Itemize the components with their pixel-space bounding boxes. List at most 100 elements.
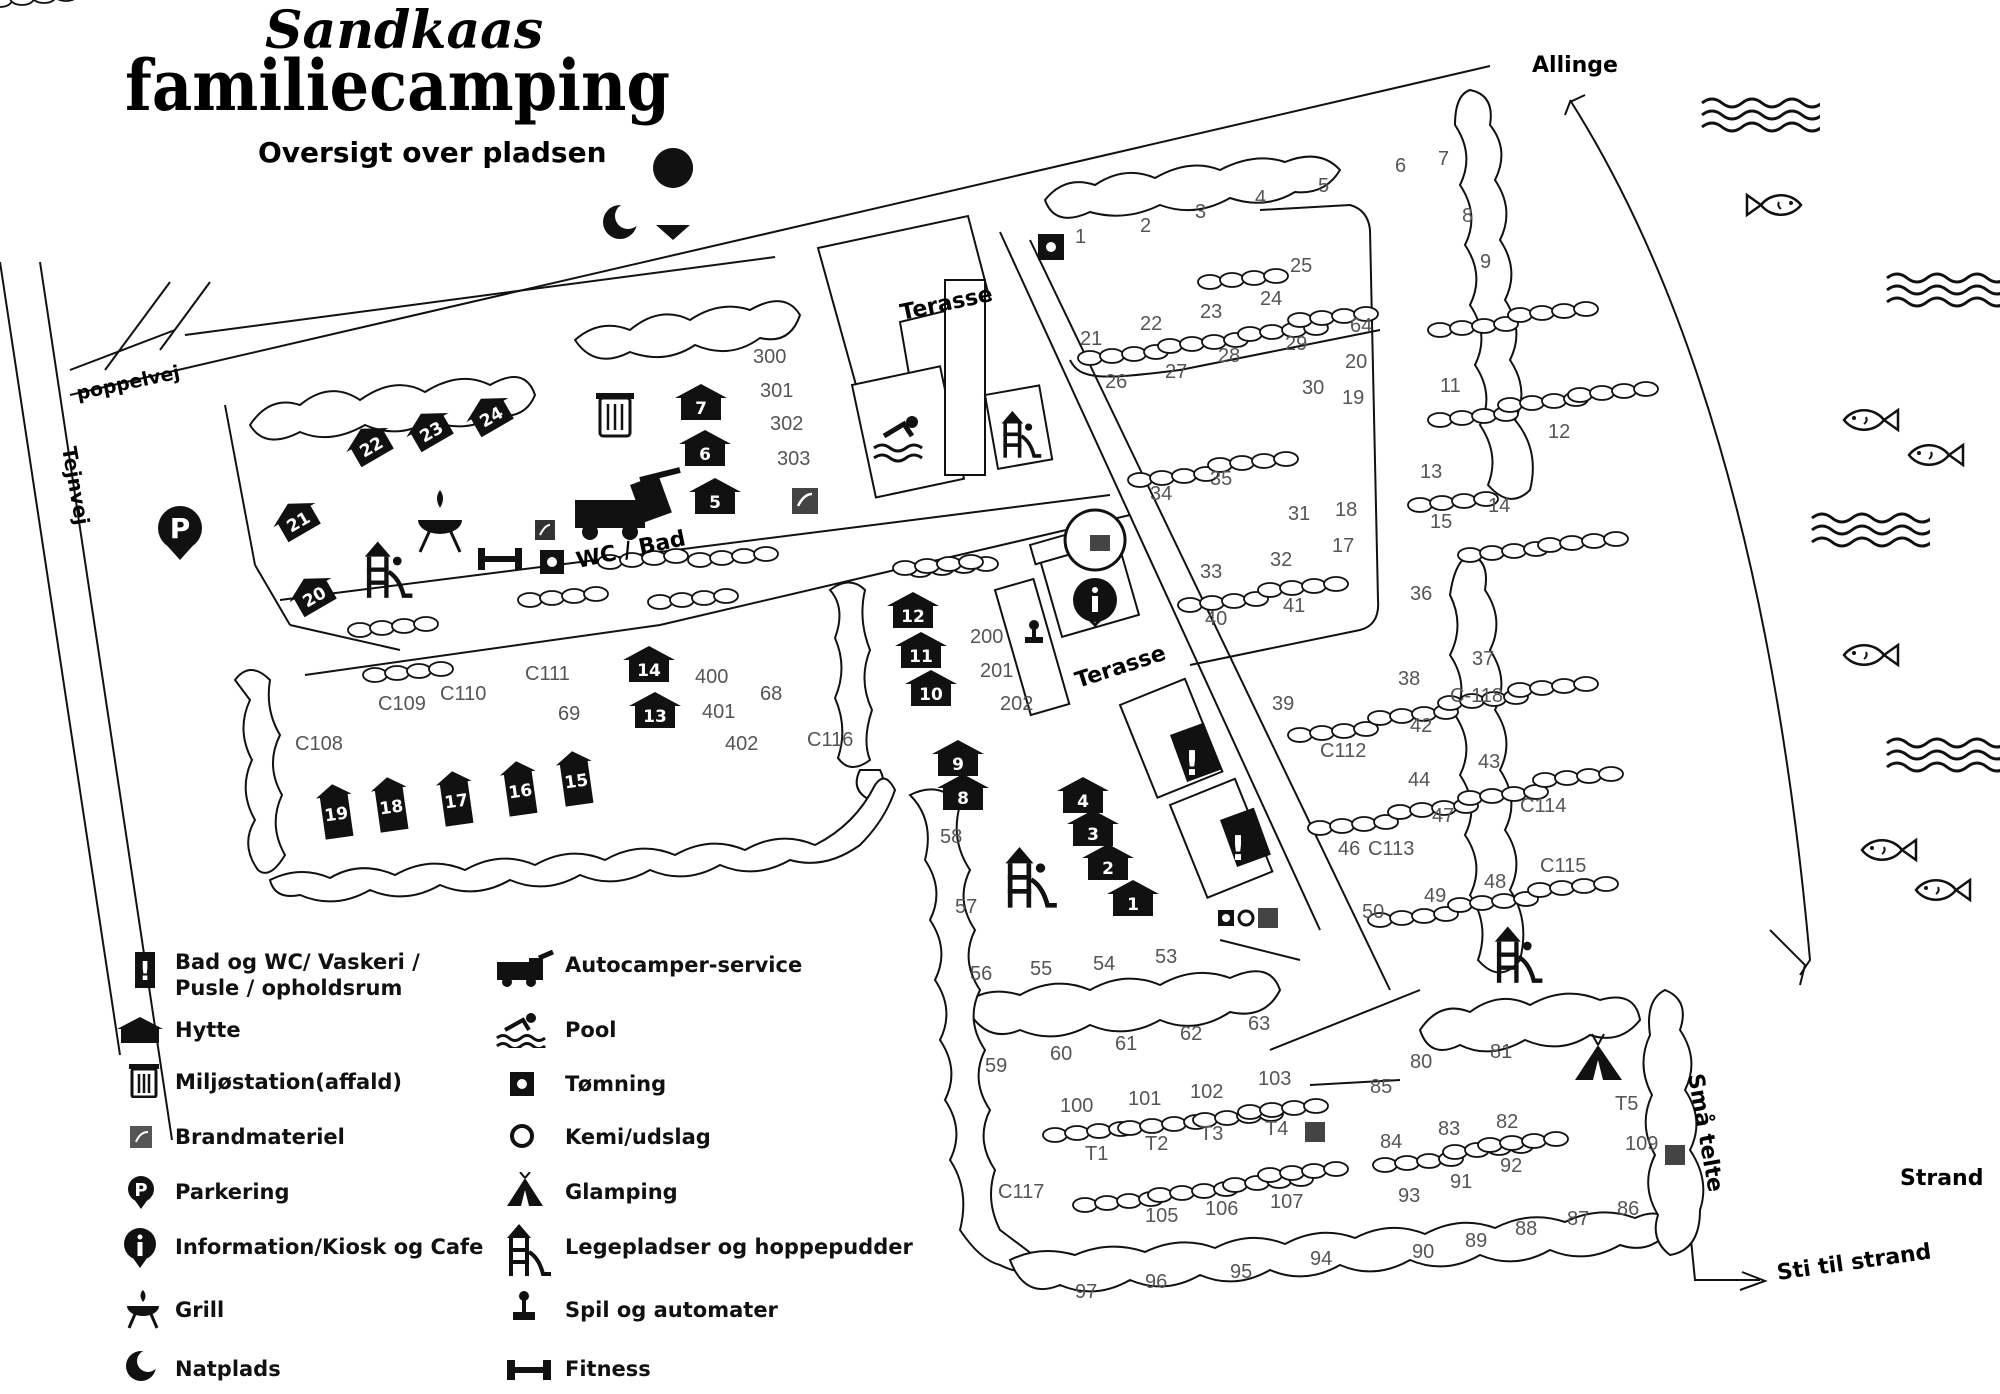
plot-label: 81 — [1490, 1041, 1512, 1063]
legend-label: Brandmateriel — [175, 1125, 345, 1149]
map-icons: P P ! ! — [158, 148, 1685, 1165]
legend-label: Grill — [175, 1298, 225, 1322]
plot-label: 7 — [1438, 148, 1449, 170]
plot-label: 30 — [1302, 377, 1324, 399]
svg-text:!: ! — [1184, 744, 1200, 784]
plot-label: 48 — [1484, 871, 1506, 893]
plot-label: 400 — [695, 666, 728, 688]
fire-material-icon — [128, 1124, 168, 1160]
cabin-14: 14 — [623, 646, 675, 682]
plot-label: 56 — [970, 963, 992, 985]
plot-label: 201 — [980, 660, 1013, 682]
cabin-8: 8 — [937, 774, 989, 810]
chemical-icon — [1237, 909, 1255, 927]
cabin-12: 12 — [887, 592, 939, 628]
fire-material-icon-5 — [1305, 1122, 1325, 1142]
glamping-icon — [1575, 1033, 1622, 1080]
chemical-icon — [508, 1122, 548, 1158]
title-line2: familiecamping — [125, 44, 670, 127]
legend-label: Spil og automater — [565, 1298, 778, 1322]
playground-icon — [505, 1222, 555, 1278]
plot-label: 103 — [1258, 1068, 1291, 1090]
plot-label: 13 — [1420, 461, 1442, 483]
plot-label: 31 — [1288, 503, 1310, 525]
plot-label: C108 — [295, 733, 343, 755]
camper-service-icon — [575, 467, 681, 540]
plot-label: 50 — [1362, 901, 1384, 923]
svg-text:8: 8 — [957, 789, 969, 809]
joystick-icon — [510, 1290, 550, 1326]
plot-label: 54 — [1093, 953, 1115, 975]
svg-text:12: 12 — [901, 607, 925, 627]
plot-label: 43 — [1478, 751, 1500, 773]
plot-label: 5 — [1318, 175, 1329, 197]
plot-label: 86 — [1617, 1198, 1639, 1220]
fitness-icon — [505, 1358, 555, 1394]
cabin-6: 6 — [679, 430, 731, 466]
info-icon — [1063, 508, 1127, 628]
plot-label: T5 — [1615, 1093, 1638, 1115]
area-terasse-mid: Terasse — [1072, 641, 1169, 694]
plot-label: 107 — [1270, 1191, 1303, 1213]
legend-label: Bad og WC/ Vaskeri / — [175, 950, 420, 974]
svg-text:10: 10 — [919, 685, 943, 705]
plot-label: 300 — [753, 346, 786, 368]
plot-label: 21 — [1080, 328, 1102, 350]
legend-label: Glamping — [565, 1180, 678, 1204]
cabin-9: 9 — [932, 740, 984, 776]
cabin-10: 10 — [905, 670, 957, 706]
cabin-7: 7 — [675, 384, 727, 420]
plot-label: T1 — [1085, 1143, 1108, 1165]
plot-label: 202 — [1000, 693, 1033, 715]
plot-label: 87 — [1567, 1208, 1589, 1230]
svg-text:P: P — [134, 1180, 147, 1201]
plot-label: 8 — [1462, 205, 1473, 227]
plot-label: C114 — [1520, 795, 1566, 817]
plot-label: C112 — [1320, 740, 1366, 762]
cabin-2: 2 — [1082, 844, 1134, 880]
legend-label: Fitness — [565, 1357, 651, 1381]
fire-material-icon — [535, 520, 555, 540]
info-icon — [122, 1226, 162, 1268]
dump-station-icon — [508, 1070, 548, 1106]
plot-label: 57 — [955, 896, 977, 918]
plot-label: 61 — [1115, 1033, 1137, 1055]
plot-label: 303 — [777, 448, 810, 470]
plot-label: 55 — [1030, 958, 1052, 980]
plot-label: 9 — [1480, 251, 1491, 273]
plot-label: T3 — [1200, 1123, 1223, 1145]
playground-icon-2 — [365, 542, 413, 598]
title-line1: Sandkaas — [265, 0, 543, 61]
dump-station-icon-3 — [1218, 910, 1234, 926]
grill-icon — [418, 490, 462, 553]
plot-label: 100 — [1060, 1095, 1093, 1117]
plot-label: 1 — [1075, 226, 1086, 248]
plot-label: T4 — [1265, 1118, 1288, 1140]
plot-label: 302 — [770, 413, 803, 435]
hedge-chains — [0, 0, 1659, 1213]
plot-label: 94 — [1310, 1248, 1332, 1270]
plot-label: 105 — [1145, 1205, 1178, 1227]
cabin-4: 4 — [1057, 777, 1109, 813]
hedges — [233, 88, 1705, 1293]
plot-label: 35 — [1210, 468, 1232, 490]
cabin-1: 1 — [1107, 880, 1159, 916]
glamping-icon — [505, 1171, 545, 1208]
sea — [1700, 97, 2000, 902]
plot-label: 41 — [1283, 595, 1305, 617]
plot-label: C117 — [998, 1181, 1044, 1203]
direction-strand: Strand — [1900, 1166, 1983, 1191]
moon-icon — [125, 1350, 165, 1386]
legend-label: Tømning — [565, 1072, 667, 1096]
svg-text:11: 11 — [909, 647, 933, 667]
plot-label: 109 — [1625, 1133, 1658, 1155]
joystick-icon — [1025, 620, 1043, 643]
road-tejnvej: Tejnvej — [57, 445, 94, 527]
plot-label: 58 — [940, 826, 962, 848]
svg-text:6: 6 — [699, 445, 711, 465]
svg-text:9: 9 — [952, 755, 964, 775]
svg-text:2: 2 — [1102, 859, 1114, 879]
cabin-icon — [115, 1015, 163, 1051]
plot-label: C116 — [807, 729, 853, 751]
